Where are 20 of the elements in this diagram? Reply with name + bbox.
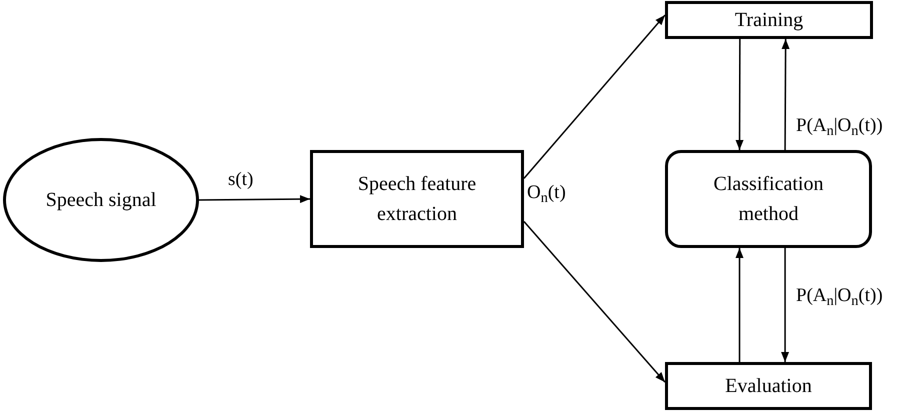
- arrow: [523, 14, 666, 179]
- node-label: Speech signal: [46, 188, 156, 213]
- arrow: [736, 248, 744, 362]
- process-box: [665, 362, 872, 410]
- node-label: Speech feature extraction: [356, 172, 478, 227]
- edge-label: P(A$_{n}$|O$_{n}$(t)): [796, 286, 883, 305]
- node-label: Evaluation: [725, 374, 812, 399]
- edge-label: s(t): [228, 170, 254, 189]
- process-box: [665, 1, 873, 39]
- arrow: [782, 39, 790, 150]
- arrow: [781, 248, 790, 362]
- edge-label: P(A$_{n}$|O$_{n}$(t)): [796, 116, 883, 135]
- process-box: [665, 150, 872, 248]
- node-label: Training: [734, 8, 804, 33]
- node-label: Classification method: [712, 172, 824, 227]
- signal-label: O$_{n}$(t): [527, 183, 566, 202]
- arrow: [199, 195, 310, 204]
- process-box: [310, 150, 524, 248]
- arrow: [523, 221, 666, 383]
- arrow: [736, 39, 744, 150]
